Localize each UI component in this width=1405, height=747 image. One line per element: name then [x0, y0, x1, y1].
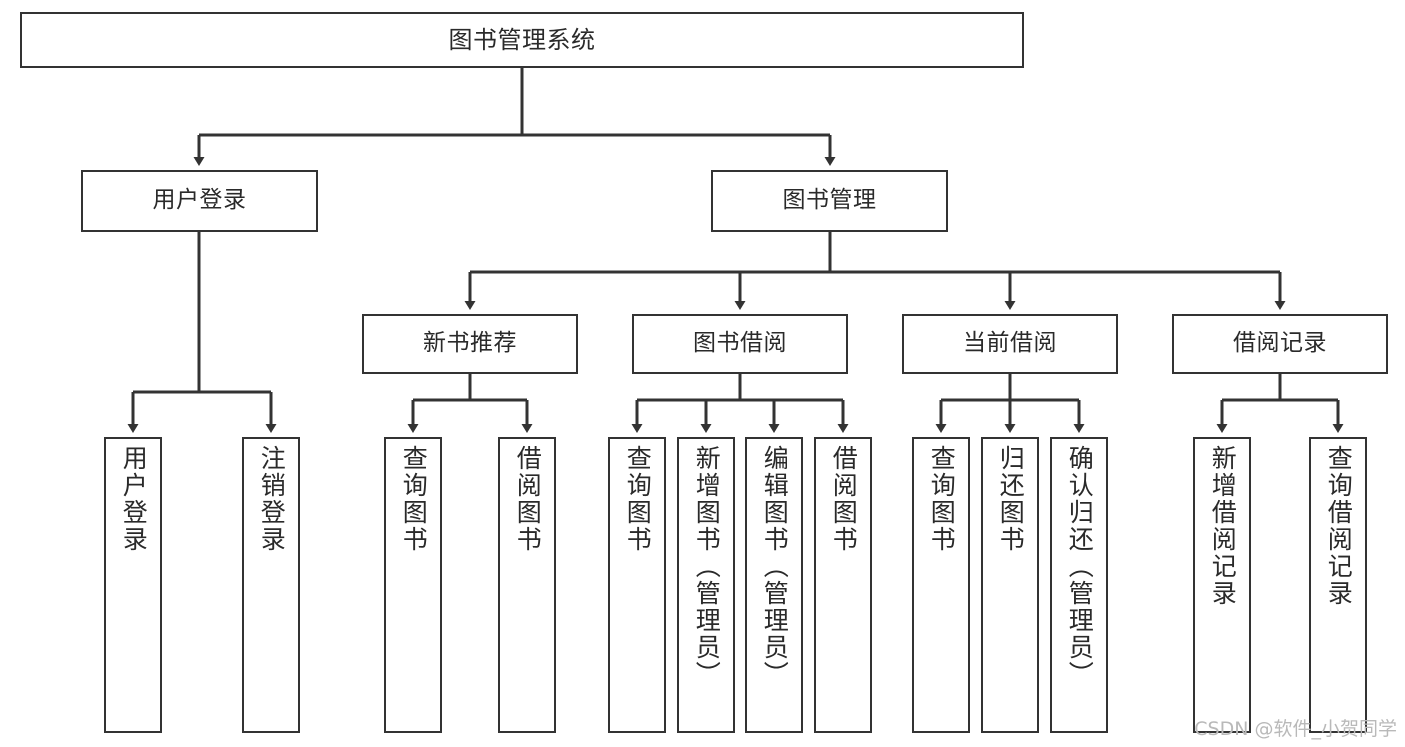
node-leaf-user-login[interactable]: 用户登录 — [104, 437, 162, 733]
node-label: 归还图书 — [996, 445, 1026, 553]
node-current-borrow[interactable]: 当前借阅 — [902, 314, 1118, 374]
node-leaf-return-book[interactable]: 归还图书 — [981, 437, 1039, 733]
node-borrow-record[interactable]: 借阅记录 — [1172, 314, 1388, 374]
node-label: 借阅图书 — [829, 445, 859, 553]
node-label: 查询借阅记录 — [1324, 445, 1354, 607]
node-leaf-query-record[interactable]: 查询借阅记录 — [1309, 437, 1367, 733]
node-root-system[interactable]: 图书管理系统 — [20, 12, 1024, 68]
node-label: 查询图书 — [927, 445, 957, 553]
node-label: 新增借阅记录 — [1208, 445, 1238, 607]
node-label: 编辑图书（管理员） — [760, 445, 790, 688]
node-label: 图书管理系统 — [448, 25, 596, 54]
node-leaf-query-book-2[interactable]: 查询图书 — [608, 437, 666, 733]
node-label: 借阅记录 — [1233, 330, 1327, 357]
node-book-borrow[interactable]: 图书借阅 — [632, 314, 848, 374]
node-leaf-add-record[interactable]: 新增借阅记录 — [1193, 437, 1251, 733]
node-leaf-borrow-book-1[interactable]: 借阅图书 — [498, 437, 556, 733]
csdn-watermark: CSDN @软件_小贺同学 — [1194, 718, 1397, 740]
node-label: 当前借阅 — [963, 330, 1057, 357]
node-new-book-rec[interactable]: 新书推荐 — [362, 314, 578, 374]
node-label: 注销登录 — [257, 445, 287, 553]
node-label: 借阅图书 — [513, 445, 543, 553]
node-label: 用户登录 — [119, 445, 149, 553]
node-label: 图书管理 — [782, 187, 877, 214]
node-book-manage[interactable]: 图书管理 — [711, 170, 948, 232]
node-leaf-query-book-1[interactable]: 查询图书 — [384, 437, 442, 733]
node-leaf-query-book-3[interactable]: 查询图书 — [912, 437, 970, 733]
node-label: 图书借阅 — [693, 330, 787, 357]
node-user-login[interactable]: 用户登录 — [81, 170, 318, 232]
node-leaf-add-book[interactable]: 新增图书（管理员） — [677, 437, 735, 733]
node-label: 查询图书 — [399, 445, 429, 553]
node-leaf-confirm-return[interactable]: 确认归还（管理员） — [1050, 437, 1108, 733]
node-label: 新书推荐 — [423, 330, 517, 357]
node-label: 查询图书 — [623, 445, 653, 553]
node-label: 确认归还（管理员） — [1065, 445, 1095, 688]
node-leaf-edit-book[interactable]: 编辑图书（管理员） — [745, 437, 803, 733]
node-label: 新增图书（管理员） — [692, 445, 722, 688]
node-label: 用户登录 — [152, 187, 247, 214]
node-leaf-user-logout[interactable]: 注销登录 — [242, 437, 300, 733]
node-leaf-borrow-book-2[interactable]: 借阅图书 — [814, 437, 872, 733]
